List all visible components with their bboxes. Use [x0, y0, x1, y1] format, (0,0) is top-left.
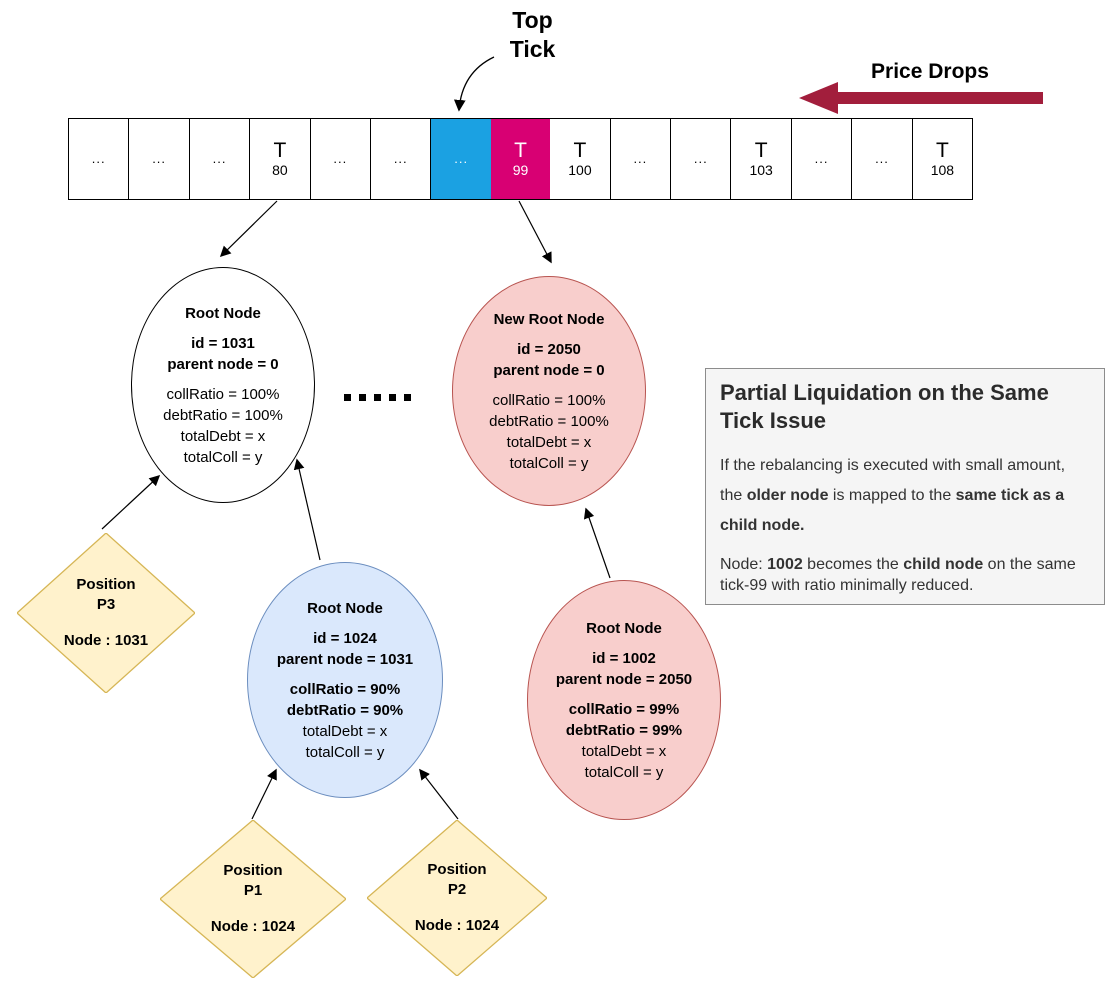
- tick-cell-3: ...: [189, 119, 251, 199]
- node-line: parent node = 2050: [555, 670, 693, 688]
- node-line: Node : 1024: [414, 917, 500, 934]
- node-line: debtRatio = 100%: [163, 406, 283, 424]
- info-box-title: Partial Liquidation on the Same Tick Iss…: [720, 380, 1049, 433]
- tick-cell-1: ...: [69, 119, 130, 199]
- node-root-1031: Root Node id = 1031 parent node = 0 collRat…: [131, 267, 315, 503]
- node-line: id = 1002: [592, 649, 656, 667]
- node-line: P3: [96, 596, 116, 613]
- arrow-tick99-to-newroot2050: [518, 200, 552, 264]
- node-line: Root Node: [307, 599, 383, 617]
- node-line: totalDebt = x: [581, 742, 667, 760]
- node-line: debtRatio = 99%: [565, 721, 683, 739]
- node-line: totalColl = y: [509, 454, 589, 472]
- diamond-shape: [17, 533, 195, 693]
- ellipsis-dot: [404, 394, 411, 401]
- tick-cell-14: ...: [852, 119, 913, 199]
- top-tick-label: Top Tick: [470, 6, 595, 64]
- ellipsis-dot: [359, 394, 366, 401]
- node-line: id = 1024: [313, 629, 377, 647]
- node-line: id = 2050: [517, 340, 581, 358]
- info-box-paragraph-2: Node: 1002 becomes the child node on the…: [720, 556, 1076, 594]
- top-tick-label-line2: Tick: [509, 36, 556, 62]
- node-line: New Root Node: [493, 310, 605, 328]
- top-tick-arrow: [453, 56, 495, 112]
- tick-cell-2: ...: [129, 119, 190, 199]
- node-line: Position: [223, 862, 283, 879]
- info-box: Partial Liquidation on the Same Tick Iss…: [705, 368, 1105, 605]
- node-line: P2: [447, 881, 467, 898]
- node-line: Node : 1024: [210, 918, 296, 935]
- node-line: parent node = 0: [493, 361, 605, 379]
- tick-cell-13: ...: [791, 119, 853, 199]
- tick-cell-7: ...: [431, 119, 491, 199]
- node-line: Node : 1031: [63, 632, 149, 649]
- tick-cell-5: ...: [310, 119, 372, 199]
- top-tick-label-line1: Top: [512, 7, 553, 33]
- node-line: totalColl = y: [305, 743, 385, 761]
- arrow-tick80-to-root1031: [219, 200, 278, 258]
- node-line: totalDebt = x: [506, 433, 592, 451]
- node-line: totalDebt = x: [302, 722, 388, 740]
- node-line: collRatio = 90%: [289, 680, 401, 698]
- node-line: Position: [427, 861, 487, 878]
- node-line: parent node = 1031: [276, 650, 414, 668]
- price-drops-label: Price Drops: [871, 60, 989, 83]
- tick-cell-6: ...: [371, 119, 432, 199]
- ellipsis-dot: [344, 394, 351, 401]
- price-drops-arrow: [799, 82, 1043, 114]
- tick-cell-11: ...: [671, 119, 732, 199]
- node-line: parent node = 0: [167, 355, 279, 373]
- arrow-p1-to-root1024: [251, 768, 277, 820]
- node-line: collRatio = 99%: [568, 700, 680, 718]
- arrow-p2-to-root1024: [419, 768, 459, 820]
- node-line: P1: [243, 882, 263, 899]
- ellipsis-dots: [344, 394, 411, 401]
- info-box-paragraph-1: If the rebalancing is executed with smal…: [720, 457, 1066, 534]
- node-line: totalDebt = x: [180, 427, 266, 445]
- node-line: id = 1031: [191, 334, 255, 352]
- node-root-1002: Root Node id = 1002 parent node = 2050 coll…: [527, 580, 721, 820]
- node-line: debtRatio = 100%: [489, 412, 609, 430]
- node-line: collRatio = 100%: [166, 385, 280, 403]
- diamond-shape: [367, 820, 547, 976]
- arrow-p3-to-root1031: [101, 474, 161, 530]
- node-line: debtRatio = 90%: [286, 701, 404, 719]
- arrow-root1002-to-newroot2050: [583, 507, 611, 579]
- node-root-1024: Root Node id = 1024 parent node = 1031 coll…: [247, 562, 443, 798]
- tick-cell-10: ...: [610, 119, 672, 199]
- node-line: Position: [76, 576, 136, 593]
- diamond-shape: [160, 820, 346, 978]
- node-line: collRatio = 100%: [492, 391, 606, 409]
- node-line: totalColl = y: [584, 763, 664, 781]
- ellipsis-dot: [374, 394, 381, 401]
- ellipsis-dot: [389, 394, 396, 401]
- node-line: totalColl = y: [183, 448, 263, 466]
- node-new-root-2050: New Root Node id = 2050 parent node = 0 col…: [452, 276, 646, 506]
- arrow-root1024-to-root1031: [293, 458, 321, 561]
- node-line: Root Node: [185, 304, 261, 322]
- node-line: Root Node: [586, 619, 662, 637]
